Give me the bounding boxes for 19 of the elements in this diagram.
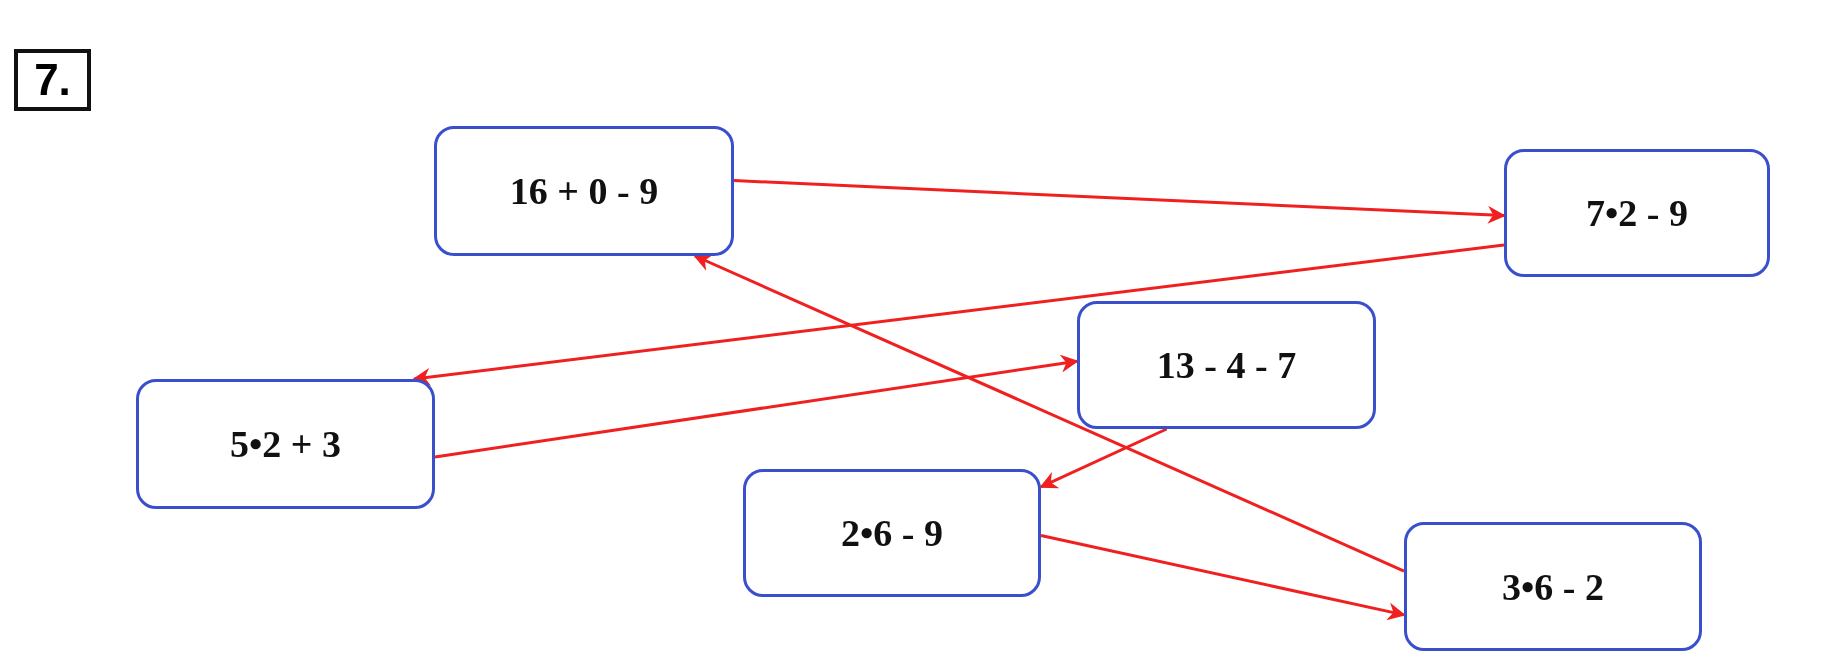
arrow <box>733 179 1506 224</box>
expression-box <box>1077 301 1376 429</box>
arrow <box>693 254 1405 573</box>
expression: 5•2 + 3 <box>230 422 341 466</box>
expression: 7•2 - 9 <box>1586 191 1688 235</box>
arrow <box>412 243 1505 386</box>
expression-box <box>1404 522 1702 651</box>
expression: 3•6 - 2 <box>1502 564 1604 609</box>
arrow <box>434 354 1079 459</box>
expression: 2•6 - 9 <box>841 511 943 555</box>
expression: 16 + 0 - 9 <box>509 169 659 213</box>
arrow <box>1040 534 1406 621</box>
expression: 13 - 4 - 7 <box>1156 343 1297 387</box>
arrow <box>1039 427 1168 489</box>
task-number: 7. <box>14 49 91 111</box>
expression-box <box>1504 149 1770 277</box>
expression-box <box>136 379 435 509</box>
expression-box <box>743 469 1041 597</box>
expression-box <box>434 126 734 256</box>
